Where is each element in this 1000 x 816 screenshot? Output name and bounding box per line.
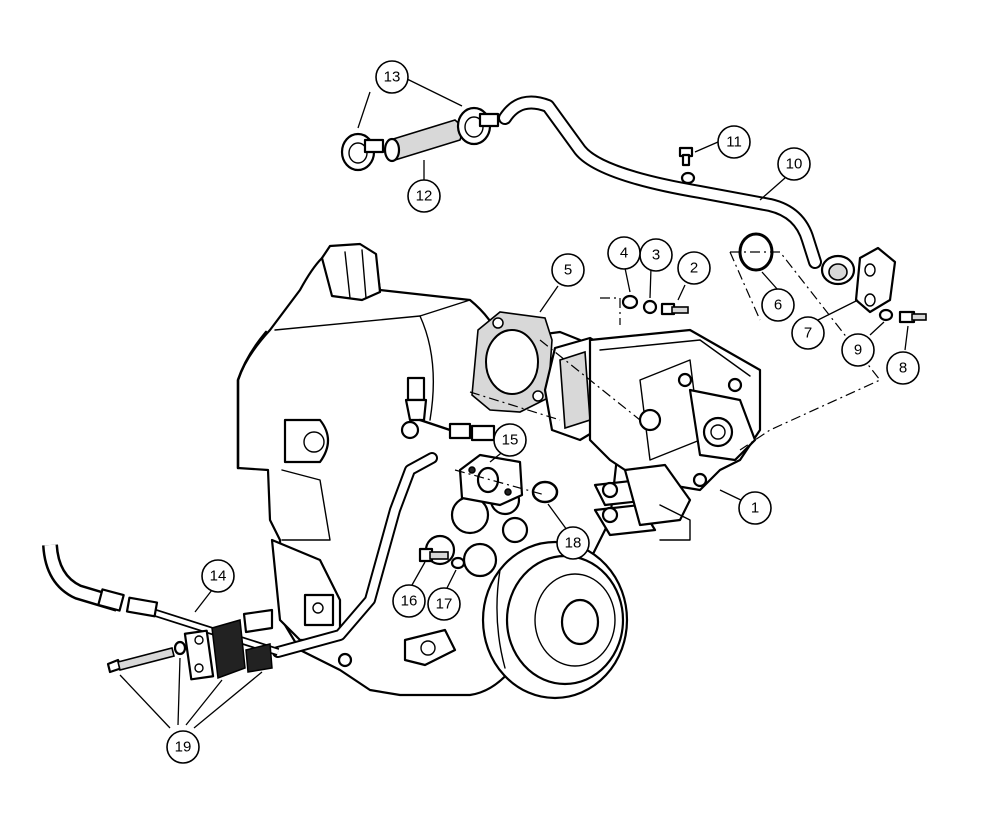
bolt-11: [678, 146, 694, 167]
svg-text:8: 8: [899, 360, 907, 377]
svg-text:7: 7: [804, 325, 812, 342]
svg-text:1: 1: [751, 500, 759, 517]
svg-text:12: 12: [416, 188, 433, 205]
svg-text:16: 16: [401, 593, 418, 610]
svg-text:5: 5: [564, 262, 572, 279]
svg-text:19: 19: [175, 739, 192, 756]
svg-text:13: 13: [384, 69, 401, 86]
callout-7: 7: [791, 316, 825, 350]
callout-5: 5: [551, 253, 585, 287]
flange-clamp-7: [854, 246, 897, 314]
callout-18: 18: [556, 526, 590, 560]
svg-text:10: 10: [786, 156, 803, 173]
pressure-pipe: [42, 452, 438, 658]
callout-4: 4: [607, 236, 641, 270]
svg-text:4: 4: [620, 245, 628, 262]
callout-3: 3: [639, 238, 673, 272]
svg-text:14: 14: [210, 568, 227, 585]
assembly-lines: [454, 251, 881, 496]
callout-11: 11: [717, 125, 751, 159]
callout-16: 16: [392, 584, 426, 618]
transmission-housing: [236, 242, 629, 700]
callout-9: 9: [841, 333, 875, 367]
pressure-fitting: [404, 376, 496, 442]
bolt-16-washer-17: [418, 547, 466, 570]
fasteners-2-3-4: [621, 294, 689, 316]
callout-13: 13: [375, 60, 409, 94]
svg-text:17: 17: [436, 596, 453, 613]
callout-8: 8: [886, 351, 920, 385]
svg-text:15: 15: [502, 432, 519, 449]
callout-17: 17: [427, 587, 461, 621]
callout-2: 2: [677, 251, 711, 285]
callout-12: 12: [407, 179, 441, 213]
washer-9-bolt-8: [878, 308, 927, 324]
suction-pipe: [498, 95, 856, 286]
svg-text:18: 18: [565, 535, 582, 552]
pump-gasket: [471, 311, 553, 413]
callout-14: 14: [201, 559, 235, 593]
pipe-clamp-set-19: [106, 608, 274, 681]
hose-and-clamps: [340, 106, 500, 172]
callout-10: 10: [777, 147, 811, 181]
svg-text:2: 2: [690, 260, 698, 277]
svg-text:11: 11: [726, 134, 742, 151]
callout-6: 6: [761, 288, 795, 322]
flange-clamp-15: [458, 453, 524, 507]
callout-1: 1: [738, 491, 772, 525]
svg-text:6: 6: [774, 297, 782, 314]
hydraulic-pump: [543, 328, 762, 541]
svg-text:9: 9: [854, 342, 862, 359]
callout-19: 19: [166, 730, 200, 764]
callout-15: 15: [493, 423, 527, 457]
svg-text:3: 3: [652, 247, 660, 264]
hose-clamp-left: [340, 132, 385, 172]
hose-clamp-right: [456, 106, 500, 146]
